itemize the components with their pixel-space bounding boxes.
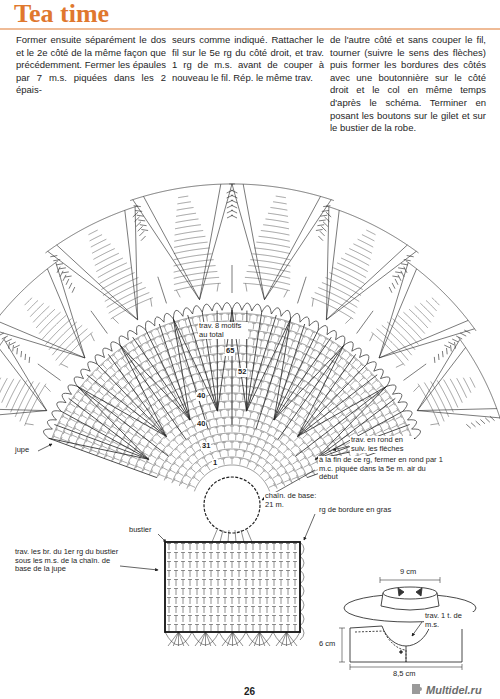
row-number: 65 bbox=[225, 347, 235, 356]
dimension: 6 cm bbox=[318, 640, 336, 649]
watermark-icon bbox=[412, 684, 422, 694]
pineapple-rows bbox=[0, 196, 475, 426]
dimension: 8,5 cm bbox=[392, 670, 417, 679]
row-number: 52 bbox=[237, 368, 247, 377]
scallop-edge bbox=[43, 303, 420, 439]
skirt-rows bbox=[43, 303, 420, 533]
body-text: seurs comme indiqué. Rattacher le fil su… bbox=[172, 34, 324, 84]
row-number: 40 bbox=[196, 420, 206, 429]
part-name: jupe bbox=[14, 446, 30, 455]
body-text: de l'autre côté et sans couper le fil, t… bbox=[330, 34, 486, 135]
vest-sketch bbox=[339, 626, 462, 670]
note-label: trav. en rond en suiv. les flèches bbox=[350, 436, 414, 453]
part-name: bustier bbox=[128, 526, 153, 535]
row-number: 31 bbox=[201, 442, 211, 451]
page-title: Tea time bbox=[14, 0, 109, 28]
bustier-chart bbox=[165, 530, 304, 646]
note-label: trav. les br. du 1er rg du bustier sous … bbox=[14, 548, 120, 574]
watermark: Multidel.ru bbox=[426, 684, 482, 696]
row-number: 1 bbox=[212, 459, 218, 468]
dimension: 9 cm bbox=[399, 568, 417, 577]
base-chain-ring bbox=[204, 477, 260, 533]
note-label: à la fin de ce rg, fermer en rond par 1 … bbox=[318, 456, 446, 482]
note-label: chaîn. de base: 21 m. bbox=[264, 492, 318, 509]
title-rule bbox=[0, 28, 500, 29]
row-number: 40 bbox=[196, 392, 206, 401]
bustier-stitches bbox=[165, 530, 304, 646]
body-text: Former ensuite séparément le dos et le 2… bbox=[16, 34, 166, 97]
note-label: rg de bordure en gras bbox=[318, 506, 412, 515]
note-label: trav. 8 motifs au total bbox=[198, 322, 248, 339]
note-label: trav. 1 t. de m.s. bbox=[424, 612, 478, 629]
border-row-bold bbox=[165, 542, 300, 632]
page-number: 26 bbox=[244, 686, 255, 697]
fan-lines bbox=[49, 310, 415, 478]
